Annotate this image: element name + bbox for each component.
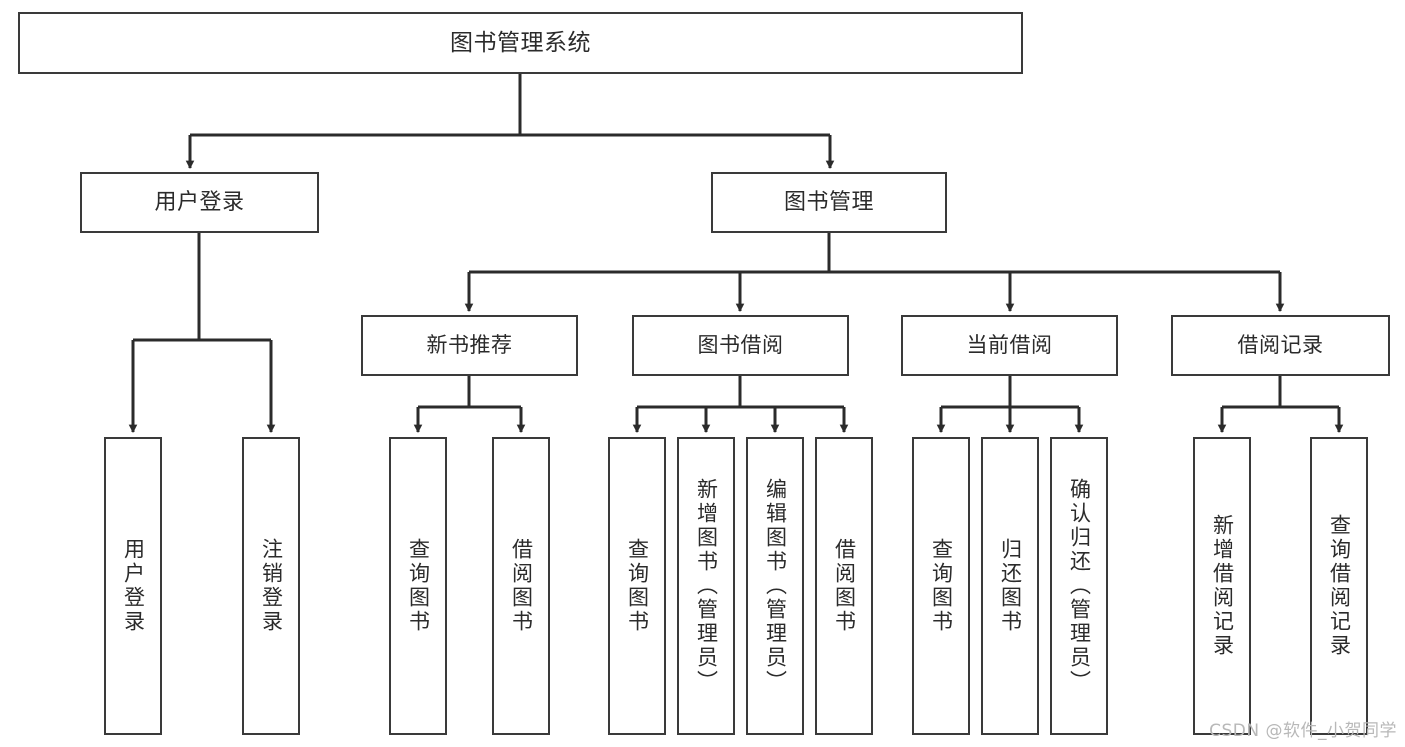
node-label: 当前借阅 (966, 333, 1053, 358)
leaf-current-borrow-return[interactable]: 归还图书 (981, 437, 1039, 735)
node-label: 新增图书（管理员） (694, 478, 719, 694)
node-label: 查询图书 (406, 538, 431, 634)
node-current-borrow[interactable]: 当前借阅 (901, 315, 1118, 376)
leaf-current-borrow-confirm-return[interactable]: 确认归还（管理员） (1050, 437, 1108, 735)
csdn-watermark: CSDN @软件_小贺同学 (1209, 721, 1397, 741)
leaf-borrow-record-query[interactable]: 查询借阅记录 (1310, 437, 1368, 735)
node-label: 新书推荐 (426, 333, 513, 358)
node-book-management[interactable]: 图书管理 (711, 172, 947, 233)
node-label: 图书管理 (783, 189, 874, 215)
node-borrow-record[interactable]: 借阅记录 (1171, 315, 1390, 376)
node-label: 图书管理系统 (450, 29, 591, 56)
node-label: 归还图书 (998, 538, 1023, 634)
leaf-user-login-login[interactable]: 用户登录 (104, 437, 162, 735)
node-label: 用户登录 (121, 538, 146, 634)
node-label: 用户登录 (154, 189, 245, 215)
node-label: 借阅图书 (832, 538, 857, 634)
node-label: 查询借阅记录 (1327, 514, 1352, 658)
leaf-new-book-query[interactable]: 查询图书 (389, 437, 447, 735)
node-book-borrow[interactable]: 图书借阅 (632, 315, 849, 376)
node-label: 查询图书 (625, 538, 650, 634)
leaf-book-borrow-add[interactable]: 新增图书（管理员） (677, 437, 735, 735)
node-label: 编辑图书（管理员） (763, 478, 788, 694)
leaf-book-borrow-borrow[interactable]: 借阅图书 (815, 437, 873, 735)
leaf-book-borrow-query[interactable]: 查询图书 (608, 437, 666, 735)
node-label: 借阅图书 (509, 538, 534, 634)
node-root-system[interactable]: 图书管理系统 (18, 12, 1023, 74)
node-label: 查询图书 (929, 538, 954, 634)
leaf-user-login-logout[interactable]: 注销登录 (242, 437, 300, 735)
node-label: 注销登录 (259, 538, 284, 634)
leaf-book-borrow-edit[interactable]: 编辑图书（管理员） (746, 437, 804, 735)
leaf-borrow-record-add[interactable]: 新增借阅记录 (1193, 437, 1251, 735)
node-label: 新增借阅记录 (1210, 514, 1235, 658)
node-label: 确认归还（管理员） (1067, 478, 1092, 694)
node-user-login[interactable]: 用户登录 (80, 172, 319, 233)
node-label: 借阅记录 (1237, 333, 1324, 358)
node-label: 图书借阅 (697, 333, 784, 358)
leaf-current-borrow-query[interactable]: 查询图书 (912, 437, 970, 735)
leaf-new-book-borrow[interactable]: 借阅图书 (492, 437, 550, 735)
node-new-book-recommend[interactable]: 新书推荐 (361, 315, 578, 376)
